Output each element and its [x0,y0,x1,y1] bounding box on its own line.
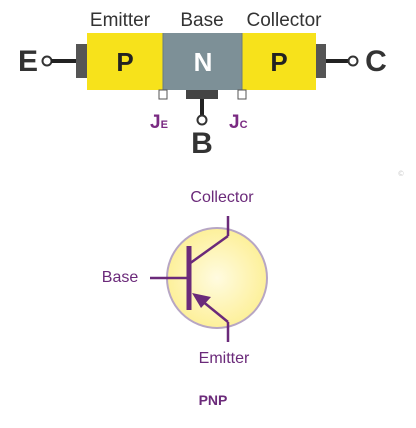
p-layer-collector-letter: P [270,47,287,77]
symbol-collector-diagonal [188,234,229,266]
n-layer-base [163,33,242,90]
junction-je-label: JE [150,112,168,133]
emitter-region-label: Emitter [90,10,151,31]
base-contact-plate [186,90,218,99]
collector-terminal-node [347,55,359,67]
symbol-collector-label: Collector [190,189,254,206]
junction-jc-label: JC [229,112,248,133]
collector-terminal-label: C [365,45,387,78]
base-region-label: Base [180,10,223,31]
emitter-arrow-icon [192,293,211,308]
junction-je-marker [158,89,168,100]
symbol-emitter-label: Emitter [199,350,250,367]
emitter-terminal-label: E [18,45,38,78]
collector-contact-plate [316,44,326,78]
p-layer-emitter-letter: P [116,47,133,77]
emitter-terminal-node [41,55,53,67]
emitter-contact-plate [76,44,87,78]
p-layer-emitter [87,33,163,90]
junction-jc-marker [237,89,247,100]
copyright-mark: © [398,170,405,178]
base-terminal-node [196,114,208,126]
collector-region-label: Collector [247,10,323,31]
transistor-type-label: PNP [199,392,228,408]
n-layer-base-letter: N [194,47,213,77]
symbol-base-label: Base [102,269,139,286]
p-layer-collector [242,33,316,90]
base-terminal-label: B [191,127,213,160]
